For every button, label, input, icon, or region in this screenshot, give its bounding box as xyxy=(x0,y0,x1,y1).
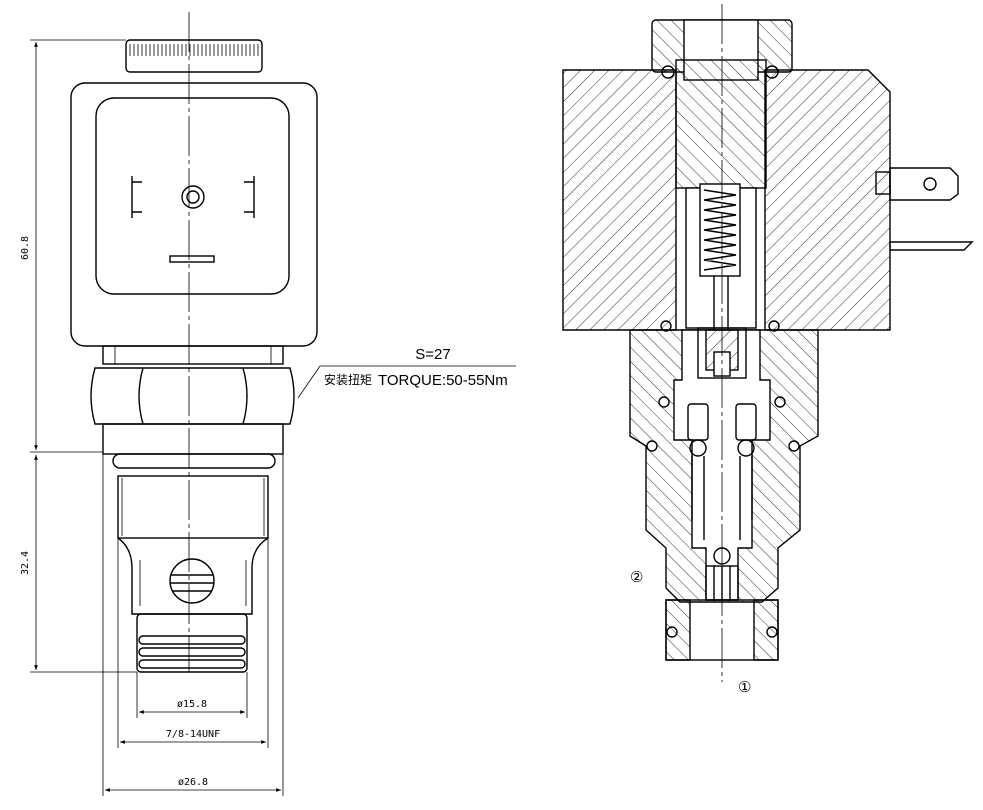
port-1-label: ① xyxy=(738,679,751,696)
cross-port-hole xyxy=(169,558,215,604)
torque-label-cn: 安装扭矩 xyxy=(324,372,372,387)
connector-face xyxy=(95,97,290,295)
dim-dia-small: ø15.8 xyxy=(177,699,207,710)
coil-housing xyxy=(70,82,318,347)
dim-height-total: 60.8 xyxy=(20,236,31,260)
knurled-nut xyxy=(125,39,263,73)
port-labels: ① ② xyxy=(630,569,751,696)
terminal-connector xyxy=(875,167,974,251)
connector-pins xyxy=(131,176,255,263)
dim-dia-body: ø26.8 xyxy=(178,777,208,788)
dim-height-lower: 32.4 xyxy=(20,551,31,575)
coil-section xyxy=(562,69,677,331)
o-rings xyxy=(646,65,800,638)
dimension-lines xyxy=(30,39,516,796)
hex-nut xyxy=(90,367,295,425)
external-view xyxy=(70,12,318,673)
port-2-label: ② xyxy=(630,569,643,586)
dim-thread: 7/8-14UNF xyxy=(166,729,220,740)
wrench-size-label: S=27 xyxy=(415,346,450,363)
dimension-labels: 60.8 32.4 ø15.8 7/8-14UNF ø26.8 S=27 安装扭… xyxy=(20,236,508,788)
torque-label: TORQUE:50-55Nm xyxy=(378,372,508,389)
section-view xyxy=(562,4,974,682)
spring xyxy=(699,183,741,330)
